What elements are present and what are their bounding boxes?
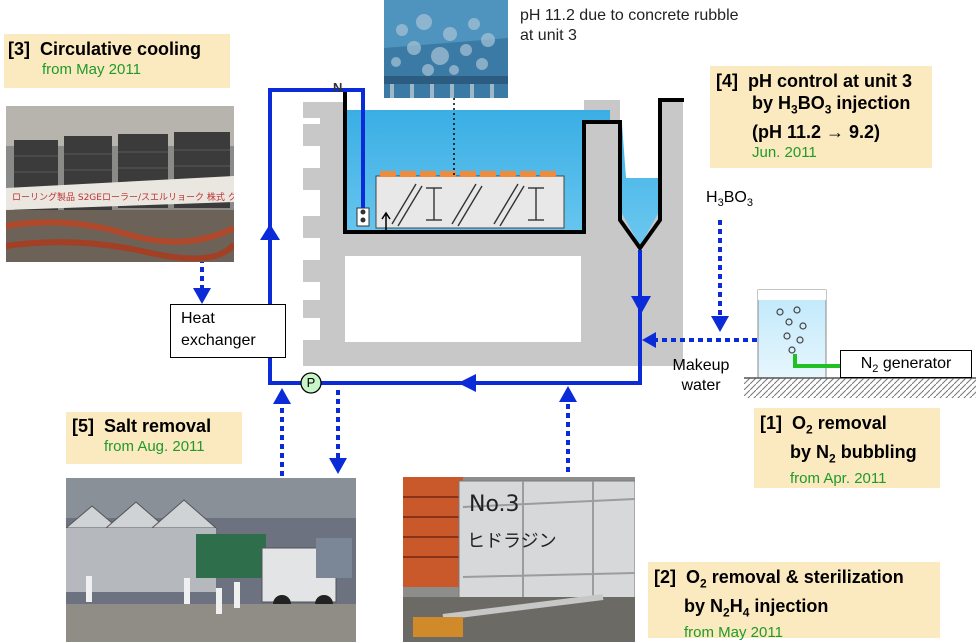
building-opening <box>345 256 581 342</box>
note-salt-removal: [5] Salt removal from Aug. 2011 <box>66 412 242 464</box>
label-makeup-water: Makeup water <box>672 357 730 394</box>
n2-generator-box: N2 generator <box>840 350 972 378</box>
photo-concrete-rubble <box>384 0 508 98</box>
note-title: Salt removal <box>104 416 212 436</box>
heat-exchanger-box: Heat exchanger <box>170 304 286 358</box>
note-date: Jun. 2011 <box>752 143 817 161</box>
photo-banner-text: ローリング製品 S2GEローラー/スエルリョーク 株式 クラウン・テクノロジー <box>12 191 234 203</box>
fuel-rack <box>375 171 565 229</box>
note-circulative-cooling: [3] Circulative cooling from May 2011 <box>4 34 230 88</box>
up-arrow <box>381 211 391 232</box>
note-number: [5] <box>72 416 94 436</box>
note-date: from May 2011 <box>684 624 783 642</box>
injection-lines <box>200 220 757 476</box>
ground-hatch <box>744 378 976 398</box>
tank-label-text: ヒドラジン <box>467 531 557 552</box>
photo-cooling-equipment: ローリング製品 S2GEローラー/スエルリョーク 株式 クラウン・テクノロジー <box>6 106 234 262</box>
note-title: Circulative cooling <box>40 39 202 59</box>
tank-number-text: No.3 <box>469 492 520 517</box>
bubbling-tank <box>744 289 976 398</box>
note-o2-removal-sterilization: [2] O2 removal & sterilization by N2H4 i… <box>648 562 940 641</box>
note-o2-removal-bubbling: [1] O2 removal by N2 bubbling from Apr. … <box>754 408 940 488</box>
note-ph-control: [4] pH control at unit 3 by H3BO3 inject… <box>710 66 932 168</box>
note-number: [1] <box>760 413 782 433</box>
note-number: [2] <box>654 567 676 587</box>
photo-hydrazine-tank: No.3 ヒドラジン <box>403 477 635 642</box>
note-date: from Apr. 2011 <box>790 470 887 488</box>
note-date: from Aug. 2011 <box>104 438 205 455</box>
photo-salt-removal-units <box>66 478 356 642</box>
n2-pipe <box>793 354 840 368</box>
valve-label: N <box>333 80 343 95</box>
injection-arrowheads <box>193 288 729 474</box>
note-number: [4] <box>716 71 738 91</box>
label-boric-acid: H3BO3 <box>706 189 753 210</box>
pump-label: P <box>306 375 316 390</box>
flow-arrows <box>260 224 651 392</box>
caption-concrete-rubble: pH 11.2 due to concrete rubble at unit 3 <box>520 7 739 44</box>
pump-icon <box>300 372 322 394</box>
pool-liner <box>325 88 684 252</box>
note-number: [3] <box>8 39 30 59</box>
note-date: from May 2011 <box>42 61 141 78</box>
